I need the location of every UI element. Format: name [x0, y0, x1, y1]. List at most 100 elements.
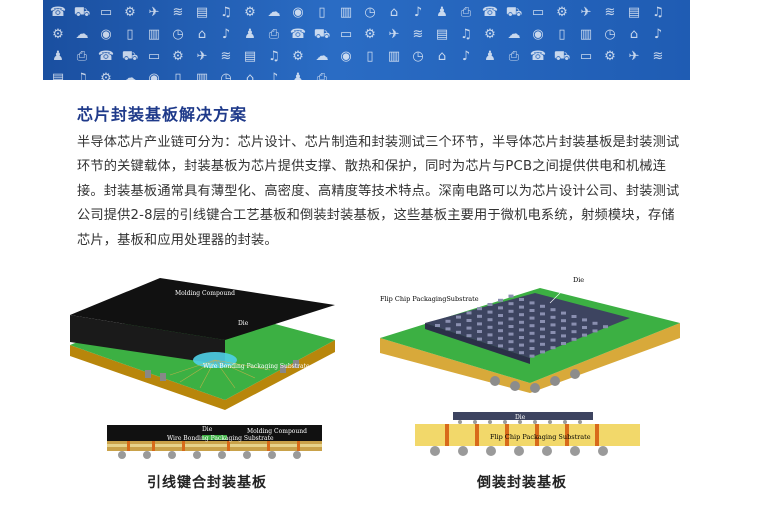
- phone-icon: ☎: [97, 49, 115, 64]
- speaker-icon: ♪: [413, 5, 423, 20]
- wire-bond-section-diagram: Die Molding Compound Wire Bonding Packag…: [107, 425, 322, 459]
- fc-bump: [487, 341, 493, 344]
- fc-bump: [529, 316, 535, 320]
- wb-section-label-molding: Molding Compound: [247, 428, 307, 435]
- robot-icon: ⚙: [172, 49, 184, 64]
- tv-icon: ▭: [147, 49, 161, 64]
- plane-icon: ✈: [580, 5, 592, 20]
- fc-bump: [498, 329, 503, 333]
- gear-icon: ⚙: [100, 71, 112, 80]
- fc-bump: [571, 337, 577, 341]
- fc-bump: [561, 334, 566, 338]
- flip-chip-3d-diagram: Flip Chip PackagingSubstrate Die: [380, 276, 680, 393]
- fc-bump: [550, 308, 556, 312]
- cloud-icon: ☁: [75, 27, 89, 42]
- fc-bump: [529, 331, 535, 335]
- fc-bump: [550, 315, 556, 319]
- fc-bump: [466, 319, 472, 322]
- fc-bump: [519, 305, 524, 309]
- camera-icon: ◉: [148, 71, 160, 80]
- fc-bump: [519, 313, 524, 317]
- camera-icon: ◉: [100, 27, 112, 42]
- fc-bump: [477, 307, 482, 311]
- tv-icon: ▭: [339, 27, 353, 42]
- fc-bump: [540, 350, 545, 354]
- fc-bump: [540, 320, 545, 323]
- printer-icon: ⎙: [268, 27, 280, 42]
- camera-icon: ◉: [292, 5, 304, 20]
- fc-bump: [498, 314, 503, 317]
- car-icon: ⛟: [313, 27, 331, 42]
- tv-icon: ▭: [579, 49, 593, 64]
- plane-icon: ✈: [628, 49, 640, 64]
- fc-bump: [540, 342, 545, 346]
- fc-bump: [561, 342, 566, 345]
- gear-icon: ⚙: [244, 5, 256, 20]
- fc-bump: [550, 323, 556, 327]
- phone-icon: ☎: [529, 49, 547, 64]
- fc-bump: [582, 326, 587, 329]
- printer-icon: ⎙: [508, 49, 520, 64]
- fc-bump: [435, 324, 440, 327]
- fc-substrate-side: [380, 323, 680, 393]
- fridge-icon: ▥: [339, 5, 353, 20]
- tablet-icon: ▯: [318, 5, 326, 20]
- tablet-icon: ▯: [558, 27, 566, 42]
- fridge-icon: ▥: [387, 49, 401, 64]
- fc-bump: [529, 324, 535, 328]
- fc-bump: [498, 336, 503, 340]
- wb-section-label-substrate: Wire Bonding Packaging Substrate: [167, 435, 274, 442]
- flip-chip-caption: 倒装封装基板: [477, 475, 567, 491]
- fc-label-die: Die: [573, 276, 584, 284]
- camera-icon: ◉: [340, 49, 352, 64]
- fc-bump: [508, 294, 514, 298]
- plane-icon: ✈: [148, 5, 160, 20]
- wifi-icon: ≋: [604, 5, 616, 20]
- watch-icon: ◷: [604, 27, 616, 42]
- fc-bump: [508, 340, 514, 344]
- fc-bump: [456, 315, 461, 319]
- cloud-icon: ☁: [123, 71, 137, 80]
- fc-section-balls: [430, 446, 608, 456]
- fc-bump: [487, 310, 493, 314]
- fridge-icon: ▥: [147, 27, 161, 42]
- headphones-icon: ♫: [220, 5, 232, 20]
- fc-section-substrate: [415, 424, 640, 446]
- fc-bump: [550, 338, 556, 342]
- fc-bump: [477, 330, 482, 333]
- fc-section-vias: [445, 424, 599, 446]
- fc-section-label-substrate: Flip Chip Packaging Substrate: [490, 433, 591, 441]
- game-icon: ♟: [484, 49, 496, 64]
- fc-bump: [487, 318, 493, 322]
- fc-bump: [571, 322, 577, 326]
- wb-label-substrate: Wire Bonding Packaging Substrate: [203, 363, 310, 370]
- watch-icon: ◷: [364, 5, 376, 20]
- gear-icon: ⚙: [292, 49, 304, 64]
- fc-bump: [487, 333, 493, 337]
- car-icon: ⛟: [73, 5, 91, 20]
- robot-icon: ⚙: [364, 27, 376, 42]
- fc-bump: [508, 309, 514, 313]
- fc-bump: [550, 346, 556, 350]
- cloud-icon: ☁: [267, 5, 281, 20]
- laptop-icon: ▤: [435, 27, 449, 42]
- fc-bump: [540, 304, 545, 308]
- robot-icon: ⚙: [124, 5, 136, 20]
- fc-bump: [519, 351, 524, 355]
- fc-bump: [445, 319, 451, 323]
- router-icon: ⌂: [437, 49, 447, 64]
- wb-molding-front: [70, 315, 225, 365]
- phone-icon: ☎: [481, 5, 499, 20]
- tv-icon: ▭: [531, 5, 545, 20]
- fc-bump: [529, 339, 535, 343]
- watch-icon: ◷: [220, 71, 232, 80]
- fc-bump: [508, 332, 514, 336]
- wifi-icon: ≋: [220, 49, 232, 64]
- fc-bump: [477, 337, 482, 341]
- fc-label-substrate: Flip Chip PackagingSubstrate: [380, 295, 479, 303]
- fc-bump: [456, 330, 461, 334]
- fc-bump: [561, 326, 566, 330]
- fc-bump: [540, 335, 545, 339]
- router-icon: ⌂: [245, 71, 255, 80]
- fc-section-die: [453, 412, 593, 420]
